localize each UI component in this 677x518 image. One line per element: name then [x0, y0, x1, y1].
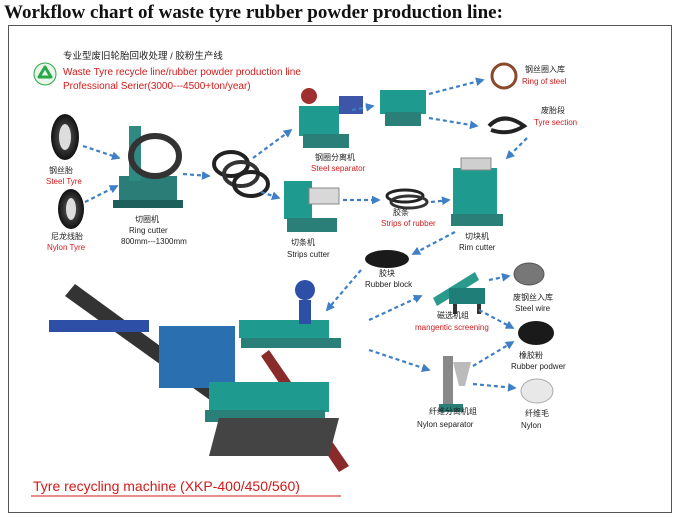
- arrow-rings-to-steel-separator: [252, 128, 293, 159]
- rubber-powder-label-zh: 橡胶粉: [519, 350, 543, 360]
- footer-machine-label: Tyre recycling machine (XKP-400/450/560): [33, 478, 300, 494]
- arrow-steel-separator-to-sep2: [351, 102, 375, 112]
- steel-tyre-image: [51, 114, 79, 160]
- ring-cutter-machine: [113, 126, 183, 208]
- arrow-sep2-to-tyre-section: [428, 116, 479, 130]
- nylon-separator-machine: [439, 356, 471, 412]
- tyre-section-label-en: Tyre section: [534, 118, 577, 127]
- arrow-machine-to-magnetic: [368, 294, 423, 321]
- nylon-label-zh: 纤维毛: [525, 408, 549, 418]
- page-title: Workflow chart of waste tyre rubber powd…: [4, 2, 503, 23]
- header-title-en: Waste Tyre recycle line/rubber powder pr…: [63, 67, 301, 78]
- steel-separator-label-en: Steel separator: [311, 164, 366, 173]
- ring-cutter-spec: 800mm---1300mm: [121, 237, 187, 246]
- rim-cutter-label-en: Rim cutter: [459, 243, 496, 252]
- tyre-section-image: [487, 116, 528, 135]
- steel-separator-machine: [299, 88, 363, 148]
- strips-cutter-label-en: Strips cutter: [287, 250, 330, 259]
- ring-of-steel-image: [490, 62, 518, 90]
- magnetic-screening-label-en: mangentic screening: [415, 323, 489, 332]
- strips-cutter-label-zh: 切条机: [291, 237, 315, 247]
- ring-cutter-label-zh: 切圈机: [135, 214, 159, 224]
- rim-cutter-label-zh: 切块机: [465, 231, 489, 241]
- strips-of-rubber-label-zh: 胶条: [393, 207, 409, 217]
- header-subtitle-en: Professional Serier(3000---4500+ton/year…: [63, 81, 251, 92]
- separator-machine-2: [380, 90, 426, 126]
- rubber-block-label-en: Rubber block: [365, 280, 413, 289]
- nylon-separator-label-zh: 纤维分离机组: [429, 406, 477, 416]
- steel-wire-label-zh: 废钢丝入库: [513, 292, 553, 302]
- steel-wire-label-en: Steel wire: [515, 304, 551, 313]
- rubber-block-label-zh: 胶块: [379, 268, 395, 278]
- arrow-tyre-section-to-rim-cutter: [505, 137, 528, 160]
- ring-of-steel-label-zh: 钢丝圈入库: [525, 64, 565, 74]
- nylon-label-en: Nylon: [521, 421, 541, 430]
- magnetic-screening-machine: [433, 272, 485, 314]
- tyre-recycling-machine-image: [49, 280, 349, 472]
- arrow-rubber-block-to-machine: [325, 269, 362, 312]
- ring-cutter-label-en: Ring cutter: [129, 226, 168, 235]
- workflow-chart: 专业型废旧轮胎回收处理 / 胶粉生产线 Waste Tyre recycle l…: [8, 25, 672, 513]
- strips-of-rubber-image: [385, 188, 429, 210]
- ring-of-steel-label-en: Ring of steel: [522, 77, 567, 86]
- strips-of-rubber-label-en: Strips of rubber: [381, 219, 436, 228]
- rubber-powder-image: [518, 321, 554, 345]
- arrow-strips-to-rim-cutter: [430, 196, 451, 206]
- steel-wire-image: [513, 262, 545, 286]
- steel-separator-label-zh: 钢圈分离机: [315, 152, 355, 162]
- arrow-ring-cutter-to-rings: [182, 171, 211, 180]
- arrow-steel-tyre-to-ring-cutter: [82, 144, 121, 160]
- tyre-rings-image: [212, 150, 270, 198]
- nylon-tyre-image: [58, 189, 84, 229]
- steel-tyre-label-en: Steel Tyre: [46, 177, 82, 186]
- arrow-nylon-sep-to-nylon: [472, 382, 517, 392]
- arrow-nylon-tyre-to-ring-cutter: [84, 185, 119, 203]
- arrow-nylon-sep-to-rubber-powder: [472, 341, 515, 367]
- nylon-separator-label-en: Nylon separator: [417, 420, 474, 429]
- rubber-block-image: [365, 250, 409, 268]
- recycle-icon: [33, 62, 57, 86]
- arrow-rings-to-strips-cutter: [260, 190, 281, 200]
- arrow-rim-cutter-to-rubber-block: [411, 231, 456, 255]
- rim-cutter-machine: [451, 157, 503, 226]
- rubber-powder-label-en: Rubber podwer: [511, 362, 566, 371]
- arrow-machine-to-nylon-separator: [368, 348, 431, 372]
- arrow-magnetic-to-steel-wire: [488, 273, 511, 282]
- magnetic-screening-label-zh: 磁选机组: [437, 310, 469, 320]
- nylon-image: [520, 378, 554, 404]
- arrow-sep2-to-ring-of-steel: [428, 77, 485, 96]
- workflow-diagram: 专业型废旧轮胎回收处理 / 胶粉生产线 Waste Tyre recycle l…: [31, 50, 577, 497]
- nylon-tyre-label-zh: 尼龙线胎: [51, 231, 83, 241]
- header-title-zh: 专业型废旧轮胎回收处理 / 胶粉生产线: [63, 50, 223, 62]
- strips-cutter-machine: [284, 181, 340, 232]
- nylon-tyre-label-en: Nylon Tyre: [47, 243, 86, 252]
- tyre-section-label-zh: 废胎段: [541, 105, 565, 115]
- flow-arrows: [82, 77, 528, 392]
- steel-tyre-label-zh: 钢丝胎: [49, 165, 73, 175]
